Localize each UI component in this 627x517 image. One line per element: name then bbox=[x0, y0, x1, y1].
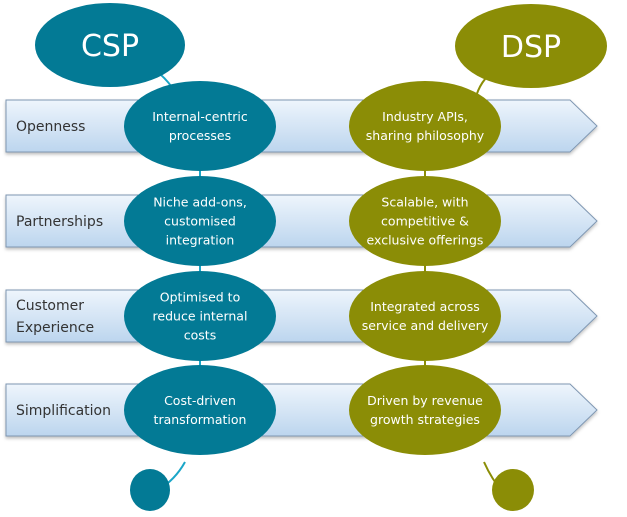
csp-cell-2: Niche add-ons, customised integration bbox=[124, 176, 276, 266]
dsp-cell-3-text: Integrated across bbox=[370, 299, 480, 314]
csp-cell-3-text: reduce internal bbox=[153, 309, 248, 324]
dsp-cell-2: Scalable, with competitive & exclusive off… bbox=[349, 176, 501, 266]
csp-cell-1: Internal-centric processes bbox=[124, 81, 276, 171]
dsp-cell-4-text: growth strategies bbox=[370, 412, 480, 427]
dsp-cell-3-text: service and delivery bbox=[362, 318, 489, 333]
dsp-cell-4: Driven by revenue growth strategies bbox=[349, 365, 501, 455]
csp-header-shape bbox=[35, 3, 185, 87]
csp-cell-4: Cost-driven transformation bbox=[124, 365, 276, 455]
dsp-cell-1-text: sharing philosophy bbox=[366, 128, 485, 143]
row-label: Customer bbox=[16, 298, 84, 314]
dsp-header: DSP bbox=[455, 4, 607, 88]
dsp-header-text: DSP bbox=[501, 30, 561, 65]
dsp-cell-2-shape bbox=[349, 176, 501, 266]
row-partnerships: Partnerships bbox=[5, 194, 598, 248]
csp-cell-3-text: costs bbox=[184, 328, 216, 343]
csp-cell-4-shape bbox=[124, 365, 276, 455]
csp-cell-4-text: Cost-driven bbox=[164, 393, 236, 408]
csp-cell-3: Optimised to reduce internal costs bbox=[124, 271, 276, 361]
csp-end-circle bbox=[130, 469, 170, 511]
ellipses: CSP DSP Internal-centric processes Industry … bbox=[35, 3, 607, 511]
csp-cell-3-shape bbox=[124, 271, 276, 361]
csp-cell-1-shape bbox=[124, 81, 276, 171]
dsp-cell-3-shape bbox=[349, 271, 501, 361]
csp-cell-2-shape bbox=[124, 176, 276, 266]
csp-cell-2-text: integration bbox=[166, 233, 235, 248]
csp-cell-2-text: customised bbox=[164, 214, 236, 229]
row-openness: Openness bbox=[5, 99, 598, 153]
dsp-header-shape bbox=[455, 4, 607, 88]
csp-header-text: CSP bbox=[81, 29, 139, 64]
row-label: Openness bbox=[16, 119, 85, 135]
dsp-cell-2-text: competitive & bbox=[381, 214, 469, 229]
dsp-cell-4-text: Driven by revenue bbox=[367, 393, 483, 408]
csp-cell-1-text: Internal-centric bbox=[152, 109, 248, 124]
row-arrow-shape bbox=[5, 289, 598, 343]
dsp-cell-3: Integrated across service and delivery bbox=[349, 271, 501, 361]
row-arrow-shape bbox=[5, 99, 598, 153]
csp-header: CSP bbox=[35, 3, 185, 87]
csp-cell-3-text: Optimised to bbox=[160, 290, 240, 305]
row-label: Partnerships bbox=[16, 214, 103, 230]
dsp-end-circle bbox=[492, 469, 534, 511]
dsp-cell-4-shape bbox=[349, 365, 501, 455]
csp-cell-4-text: transformation bbox=[154, 412, 247, 427]
dsp-cell-2-text: exclusive offerings bbox=[367, 233, 484, 248]
csp-cell-2-text: Niche add-ons, bbox=[153, 195, 247, 210]
row-arrows: OpennessPartnershipsCustomerExperienceSi… bbox=[5, 99, 598, 437]
dsp-cell-2-text: Scalable, with bbox=[381, 195, 468, 210]
row-simplification: Simplification bbox=[5, 383, 598, 437]
csp-cell-1-text: processes bbox=[169, 128, 231, 143]
row-label: Experience bbox=[16, 320, 94, 336]
row-label: Simplification bbox=[16, 403, 111, 419]
dsp-cell-1: Industry APIs, sharing philosophy bbox=[349, 81, 501, 171]
dsp-cell-1-text: Industry APIs, bbox=[382, 109, 468, 124]
dsp-cell-1-shape bbox=[349, 81, 501, 171]
